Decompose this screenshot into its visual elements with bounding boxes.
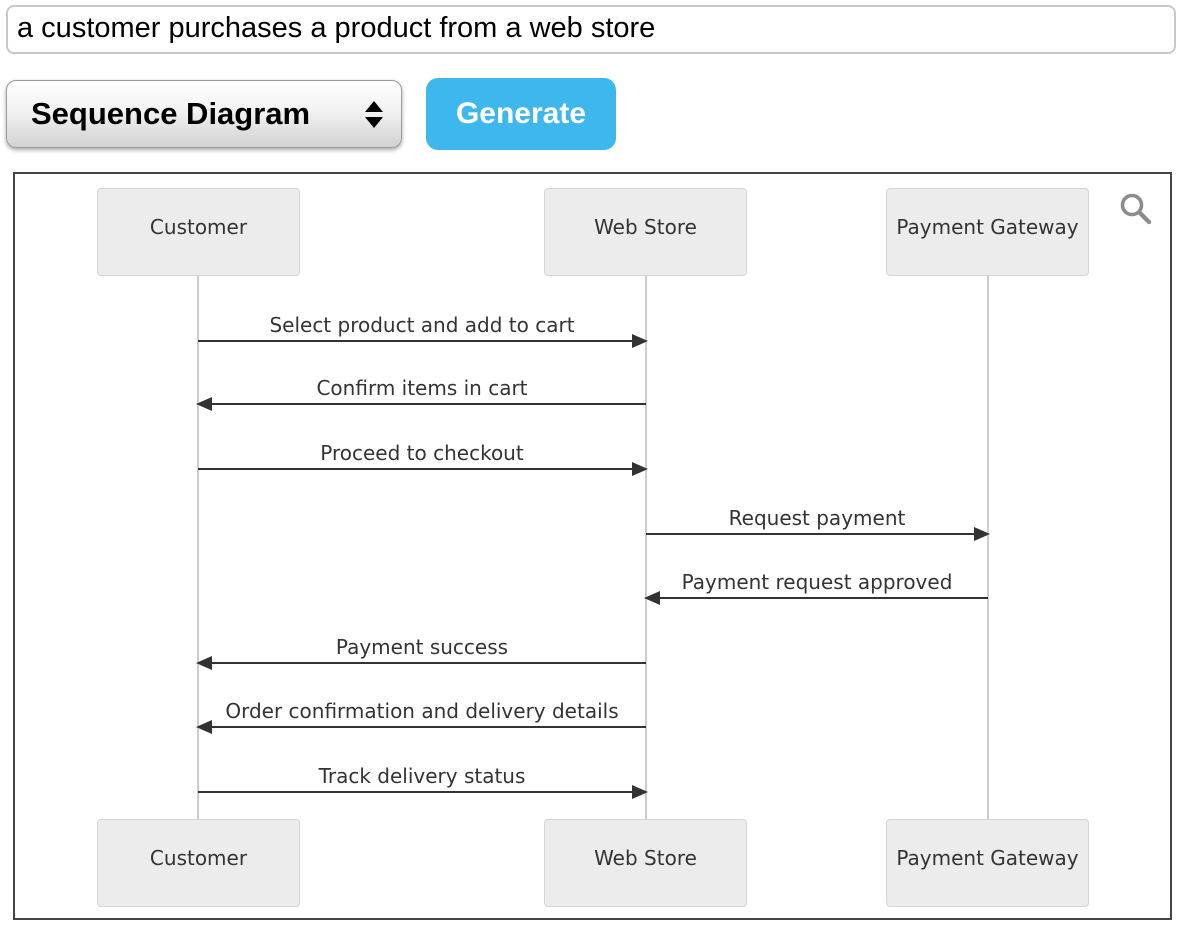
lifeline-payment-gateway [987,276,989,819]
message-label: Confirm items in cart [316,376,528,400]
message-label: Order confirmation and delivery details [225,699,619,723]
message-label: Payment request approved [681,570,953,594]
message-label: Proceed to checkout [320,441,524,465]
message-label: Request payment [728,506,906,530]
up-triangle-icon [365,100,383,112]
actor-bottom-web-store: Web Store [544,819,747,907]
message-arrow-left [196,720,646,734]
down-triangle-icon [365,116,383,128]
prompt-input[interactable] [6,5,1176,54]
actor-top-web-store: Web Store [544,188,747,276]
lifeline-web-store [645,276,647,819]
message-label: Select product and add to cart [269,313,575,337]
message-arrow-left [196,656,646,670]
message-3: Proceed to checkout [198,441,648,476]
message-arrow-right [646,527,990,541]
message-label: Payment success [335,635,509,659]
message-8: Track delivery status [198,764,648,799]
message-1: Select product and add to cart [198,313,648,348]
message-4: Request payment [646,506,990,541]
actor-top-payment-gateway: Payment Gateway [886,188,1089,276]
actor-top-customer: Customer [97,188,300,276]
message-5: Payment request approved [644,570,988,605]
generate-button[interactable]: Generate [426,78,616,150]
message-6: Payment success [196,635,646,670]
magnifier-icon[interactable] [1118,191,1154,232]
message-arrow-left [196,397,646,411]
message-label: Track delivery status [318,764,526,788]
message-arrow-left [644,591,988,605]
actor-bottom-payment-gateway: Payment Gateway [886,819,1089,907]
diagram-type-select[interactable]: Sequence Diagram [6,80,402,148]
select-updown-icon [365,100,383,128]
message-7: Order confirmation and delivery details [196,699,646,734]
lifeline-customer [197,276,199,819]
message-arrow-right [198,785,648,799]
diagram-type-selected-value: Sequence Diagram [31,96,311,131]
message-arrow-right [198,462,648,476]
actor-bottom-customer: Customer [97,819,300,907]
diagram-canvas: Customer Web Store Payment Gateway Custo… [13,172,1172,920]
message-2: Confirm items in cart [196,376,646,411]
message-arrow-right [198,334,648,348]
